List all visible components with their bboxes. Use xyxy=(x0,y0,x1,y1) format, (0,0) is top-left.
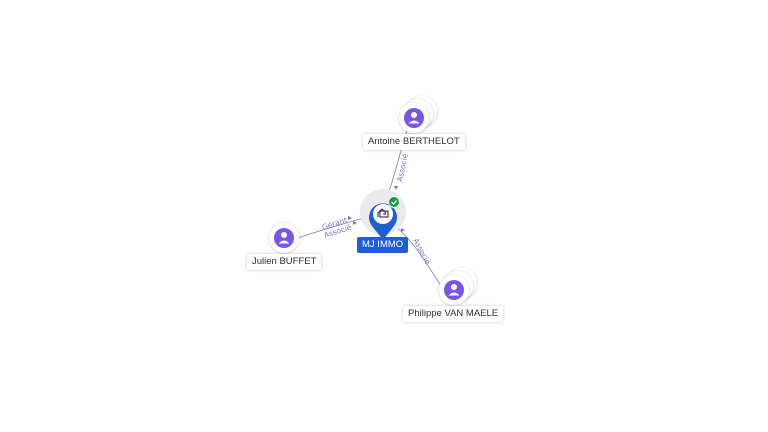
company-node[interactable] xyxy=(360,189,406,240)
edge-philippe xyxy=(387,219,446,293)
person-node-julien[interactable] xyxy=(269,223,299,253)
building-icon xyxy=(377,208,389,218)
edge-label-antoine-0: Associé xyxy=(395,152,410,182)
edge-label-philippe-0: Associé xyxy=(411,237,432,267)
arrow-julien-1 xyxy=(348,216,352,220)
arrow-julien-2 xyxy=(353,221,357,225)
person-icon xyxy=(444,280,464,300)
person-icon xyxy=(274,228,294,248)
company-label[interactable]: MJ IMMO xyxy=(357,237,409,253)
person-label-antoine[interactable]: Antoine BERTHELOT xyxy=(363,134,465,150)
person-icon xyxy=(404,108,424,128)
person-label-philippe[interactable]: Philippe VAN MAELE xyxy=(403,306,504,322)
verified-check-icon xyxy=(388,196,400,208)
person-node-antoine[interactable] xyxy=(399,96,437,133)
arrow-philippe xyxy=(401,228,405,232)
person-label-julien[interactable]: Julien BUFFET xyxy=(247,254,322,270)
person-node-philippe[interactable] xyxy=(439,268,477,305)
arrow-antoine xyxy=(394,186,398,190)
